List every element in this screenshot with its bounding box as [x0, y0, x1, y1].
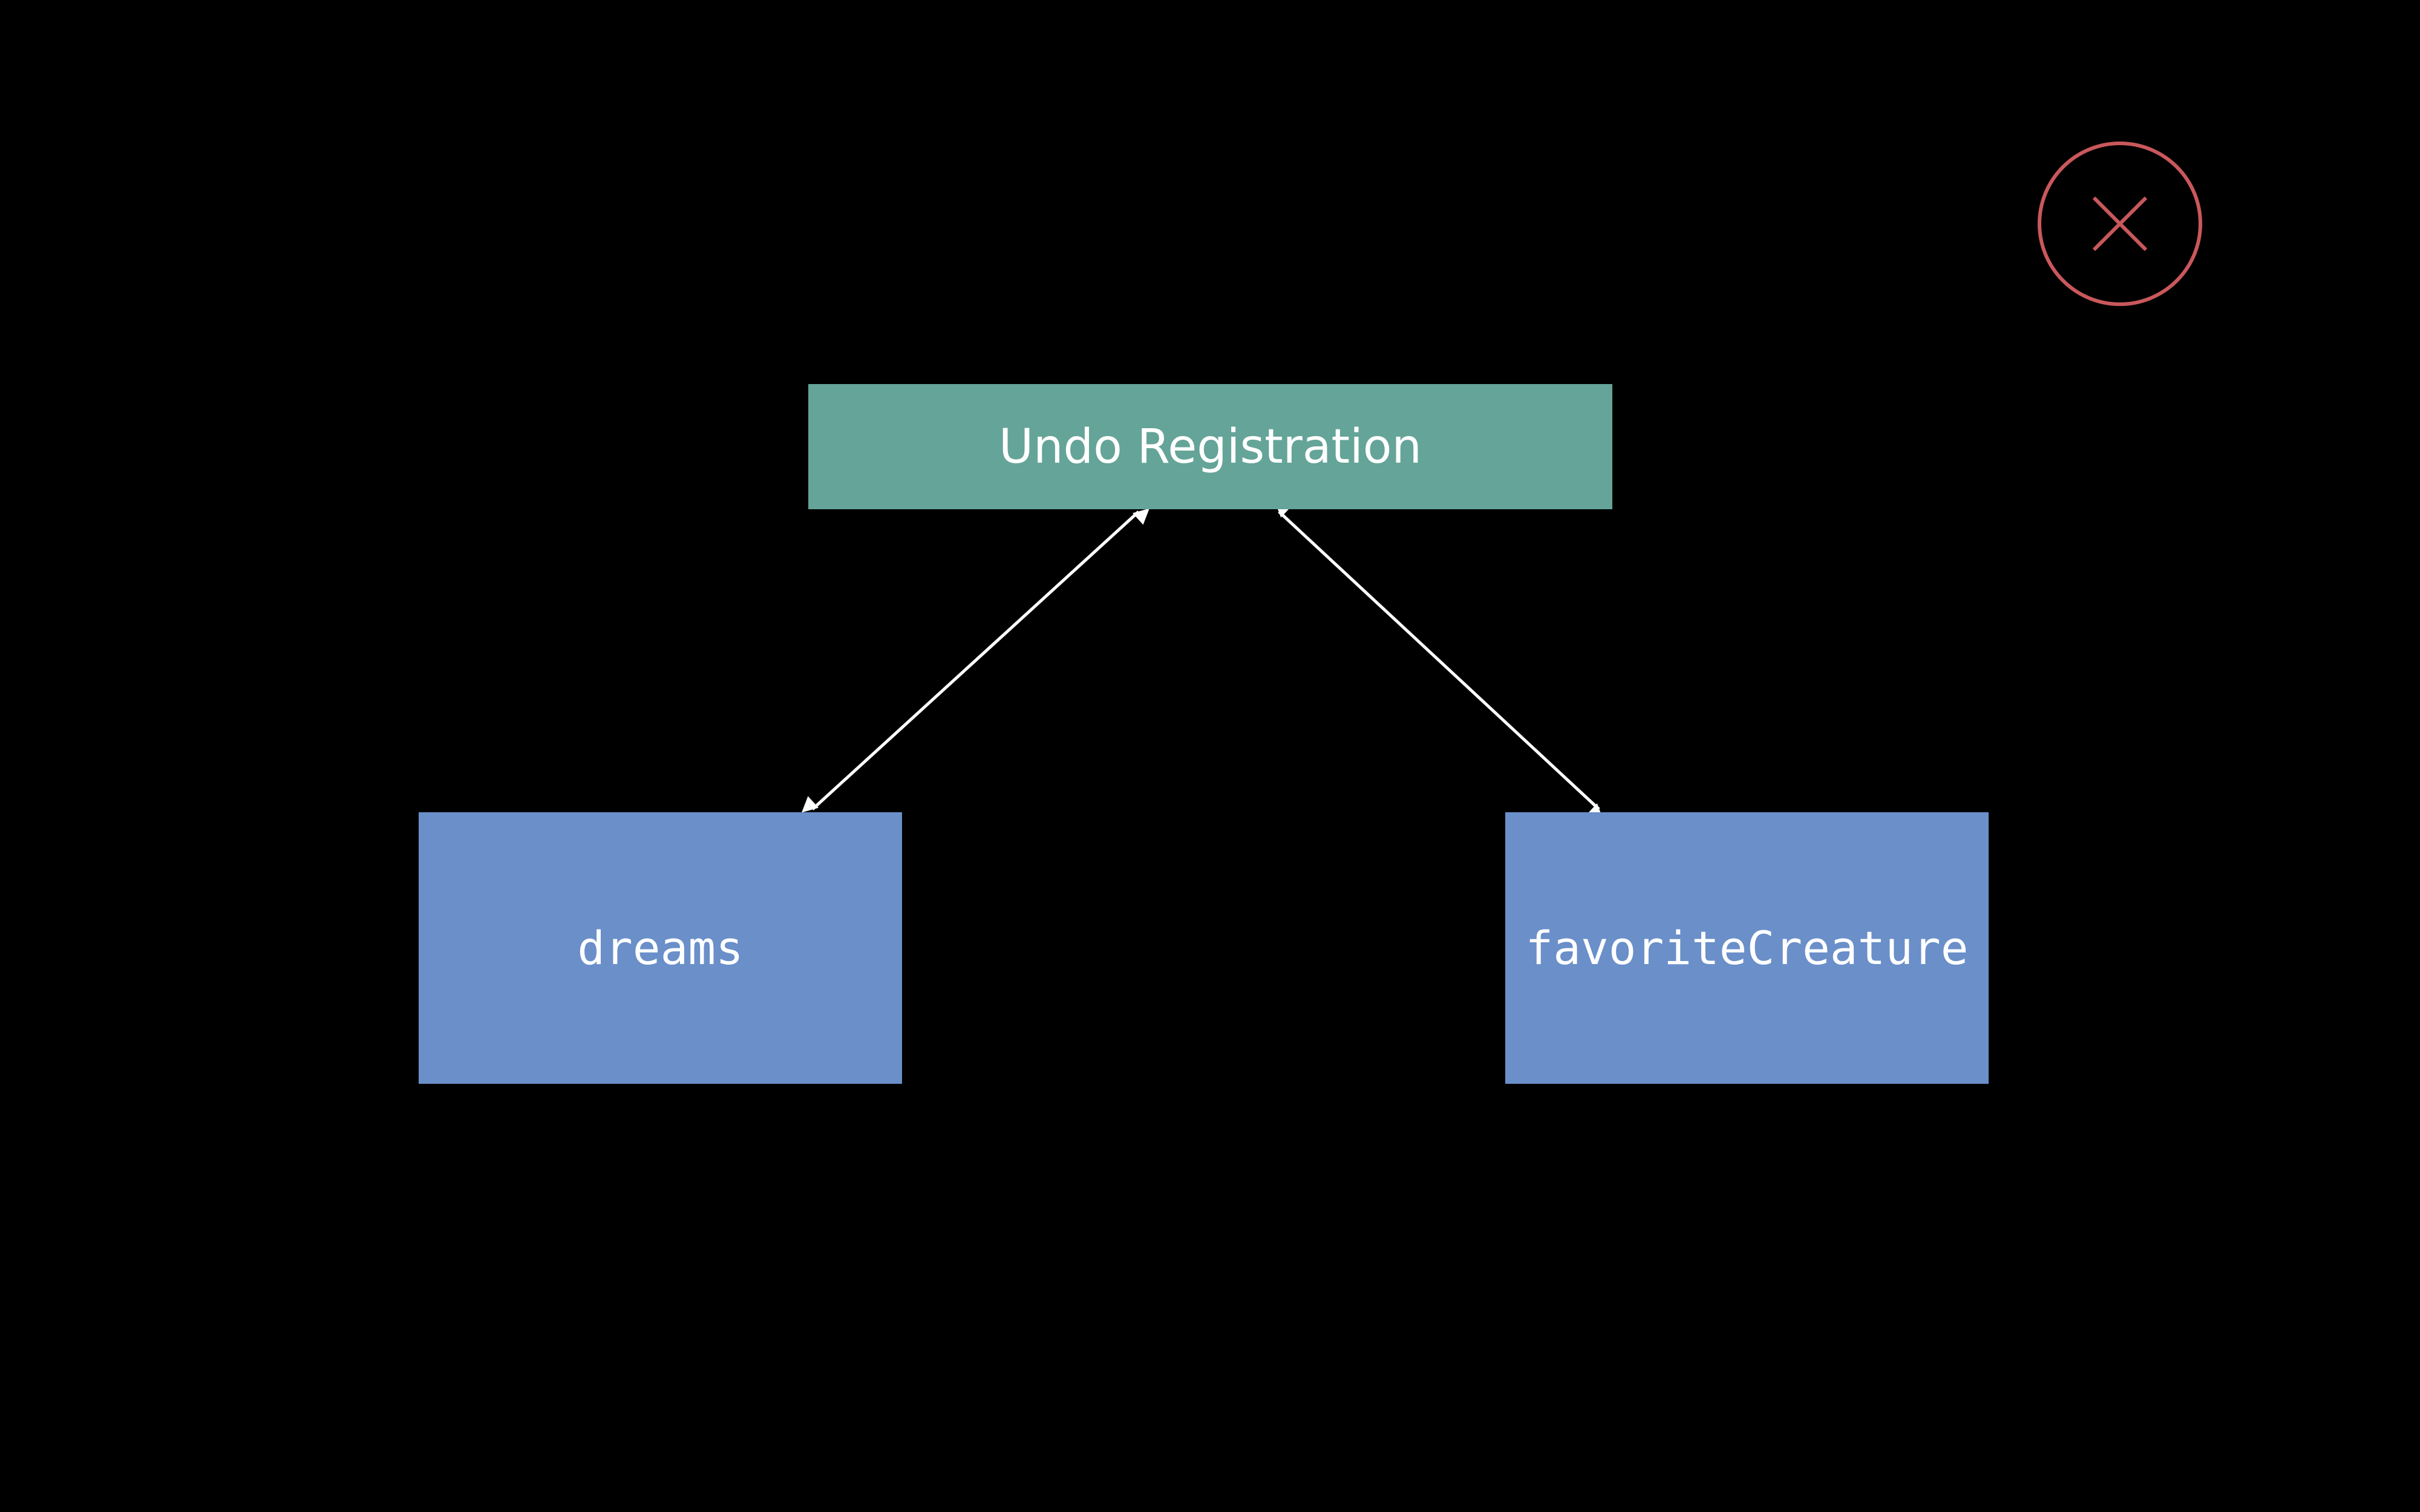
close-circle-icon[interactable] — [2038, 142, 2202, 306]
dreams-node: dreams — [419, 812, 902, 1084]
favorite-creature-node: favoriteCreature — [1505, 812, 1989, 1084]
undo-registration-label: Undo Registration — [999, 419, 1422, 474]
favorite-creature-label: favoriteCreature — [1525, 921, 1969, 975]
undo-registration-node: Undo Registration — [808, 384, 1612, 509]
connector-favorite-creature-to-undo-registration — [1275, 501, 1603, 820]
connector-dreams-to-undo-registration — [802, 508, 1150, 813]
dreams-label: dreams — [577, 921, 744, 975]
